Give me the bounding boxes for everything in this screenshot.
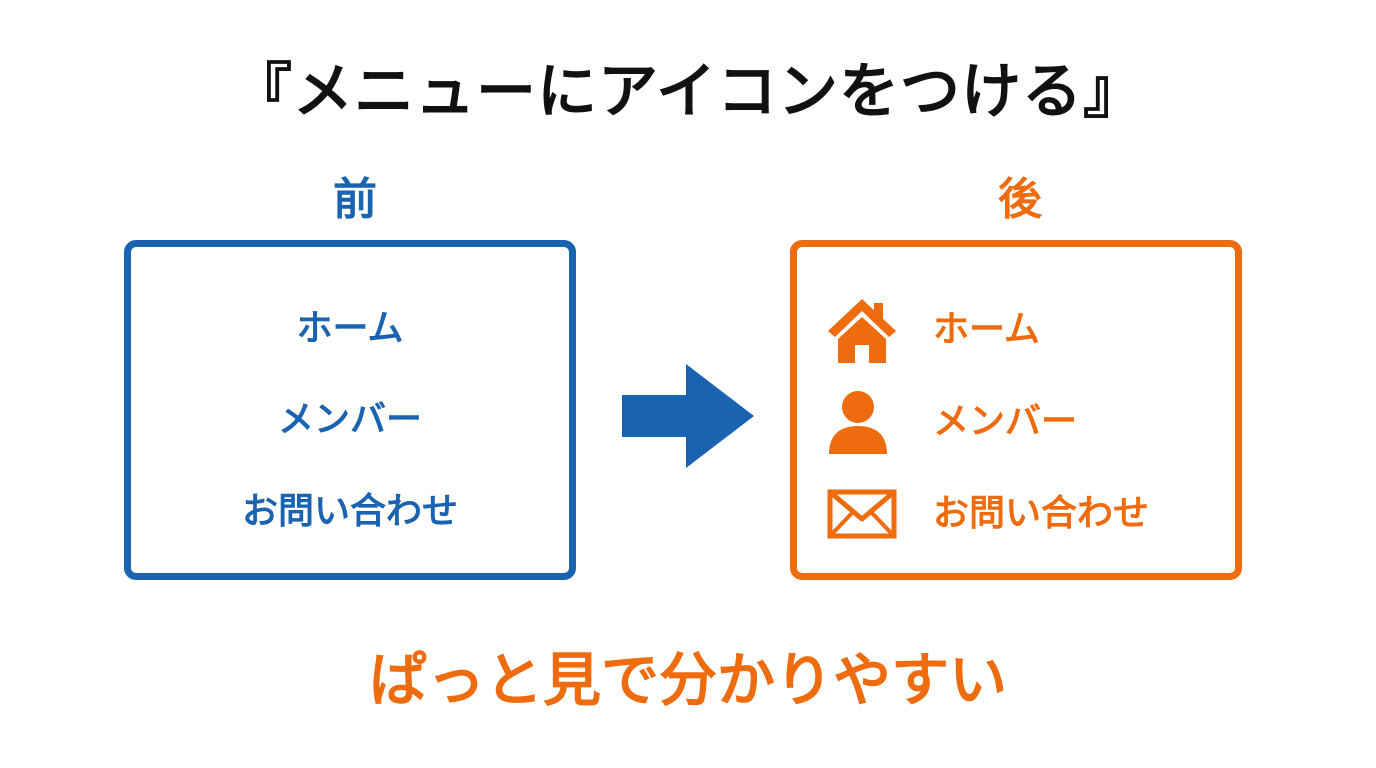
page-title: 『メニューにアイコンをつける』	[232, 57, 1144, 127]
after-menu-item-members: メンバー	[827, 387, 1077, 457]
after-label: 後	[998, 174, 1042, 225]
after-menu-label-home: ホーム	[933, 309, 1040, 350]
before-menu-item-home: ホーム	[296, 308, 404, 349]
after-menu-item-home: ホーム	[827, 295, 1040, 365]
after-menu-label-members: メンバー	[933, 401, 1078, 442]
person-icon	[827, 387, 903, 457]
after-menu-label-contact: お問い合わせ	[933, 493, 1150, 534]
right-arrow-icon	[622, 364, 754, 472]
mail-icon	[827, 479, 903, 549]
after-menu-item-contact: お問い合わせ	[827, 479, 1149, 549]
home-icon	[827, 295, 903, 365]
after-menu-panel: ホーム メンバー お問い合わせ	[790, 240, 1242, 580]
before-menu-item-members: メンバー	[277, 399, 422, 440]
before-menu-panel: ホーム メンバー お問い合わせ	[124, 240, 576, 580]
before-menu-item-contact: お問い合わせ	[241, 491, 458, 532]
tagline: ぱっと見で分かりやすい	[368, 646, 1007, 714]
before-label: 前	[333, 174, 377, 225]
